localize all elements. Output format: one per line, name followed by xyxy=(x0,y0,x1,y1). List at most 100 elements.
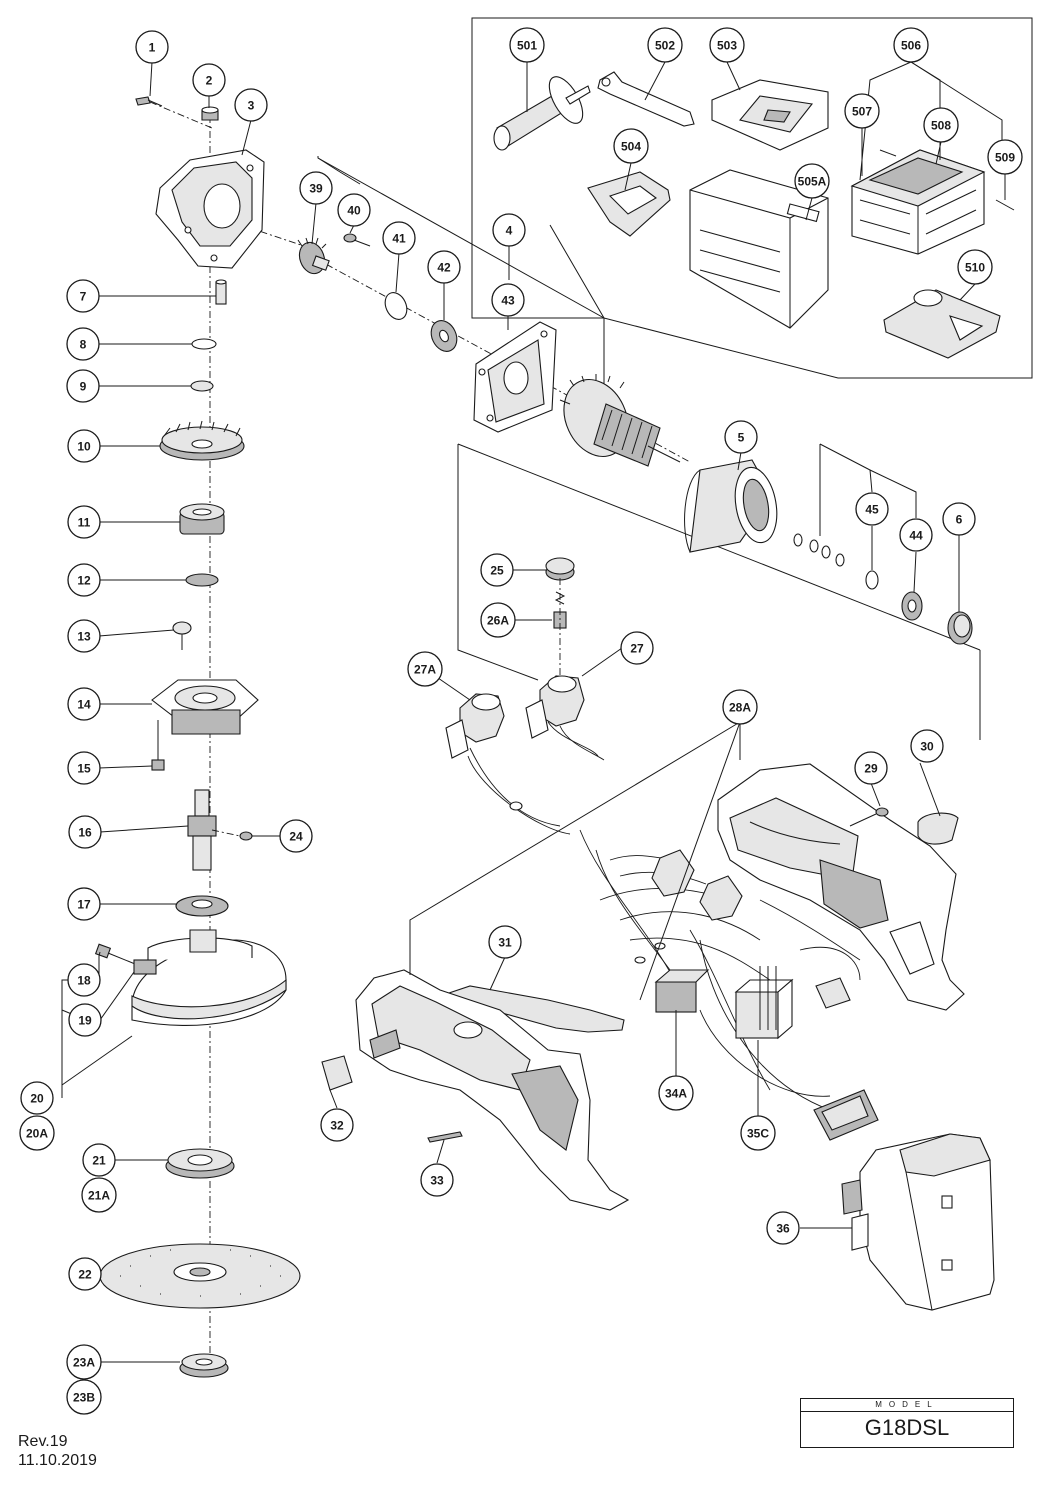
callout-label: 1 xyxy=(149,41,156,55)
callout-label: 505A xyxy=(798,175,827,189)
ball-bearing-11-drawing xyxy=(179,503,225,535)
callout-23a[interactable]: 23A xyxy=(66,1344,102,1380)
revision-date: 11.10.2019 xyxy=(18,1452,97,1469)
callout-27a[interactable]: 27A xyxy=(407,651,443,687)
callout-502[interactable]: 502 xyxy=(647,27,683,63)
callout-20[interactable]: 20 xyxy=(20,1081,54,1115)
callout-label: 45 xyxy=(865,503,879,517)
callout-29[interactable]: 29 xyxy=(854,751,888,785)
screw-29-drawing xyxy=(849,807,889,827)
callout-6[interactable]: 6 xyxy=(942,502,976,536)
callout-label: 15 xyxy=(77,762,91,776)
bearing-42-drawing xyxy=(430,320,458,352)
callout-3[interactable]: 3 xyxy=(234,88,268,122)
model-name: G18DSL xyxy=(864,1415,950,1440)
callout-42[interactable]: 42 xyxy=(427,250,461,284)
pinion-gear-drawing xyxy=(297,237,330,275)
callout-26a[interactable]: 26A xyxy=(480,602,516,638)
callout-8[interactable]: 8 xyxy=(66,327,100,361)
brush-holder-a-drawing xyxy=(445,693,571,835)
callout-label: 22 xyxy=(78,1268,92,1282)
callout-28a[interactable]: 28A xyxy=(722,689,758,725)
callout-34a[interactable]: 34A xyxy=(658,1075,694,1111)
switch-drawing xyxy=(651,849,743,921)
callout-20a[interactable]: 20A xyxy=(19,1115,55,1151)
callout-5[interactable]: 5 xyxy=(724,420,758,454)
callout-501[interactable]: 501 xyxy=(509,27,545,63)
callout-label: 24 xyxy=(289,830,303,844)
callout-23b[interactable]: 23B xyxy=(66,1379,102,1415)
callout-label: 12 xyxy=(77,574,91,588)
callout-1[interactable]: 1 xyxy=(135,30,169,64)
callout-label: 33 xyxy=(430,1174,444,1188)
callout-12[interactable]: 12 xyxy=(67,563,101,597)
callout-31[interactable]: 31 xyxy=(488,925,522,959)
bearing-holder-drawing xyxy=(947,611,973,645)
callout-21a[interactable]: 21A xyxy=(81,1177,117,1213)
callout-40[interactable]: 40 xyxy=(337,193,371,227)
callout-label: 9 xyxy=(80,380,87,394)
callout-504[interactable]: 504 xyxy=(613,128,649,164)
carrying-case-drawing xyxy=(689,169,829,329)
callout-19[interactable]: 19 xyxy=(68,1003,102,1037)
case-insert-drawing xyxy=(883,289,1001,359)
callout-44[interactable]: 44 xyxy=(899,518,933,552)
callout-45[interactable]: 45 xyxy=(855,492,889,526)
callout-9[interactable]: 9 xyxy=(66,369,100,403)
callout-509[interactable]: 509 xyxy=(987,139,1023,175)
fan-guide-drawing xyxy=(473,321,557,433)
callout-label: 16 xyxy=(78,826,92,840)
callout-13[interactable]: 13 xyxy=(67,619,101,653)
callout-35c[interactable]: 35C xyxy=(740,1115,776,1151)
callout-label: 17 xyxy=(77,898,91,912)
callout-21[interactable]: 21 xyxy=(82,1143,116,1177)
callout-507[interactable]: 507 xyxy=(844,93,880,129)
callout-30[interactable]: 30 xyxy=(910,729,944,763)
callout-2[interactable]: 2 xyxy=(192,63,226,97)
callout-11[interactable]: 11 xyxy=(67,505,101,539)
callout-33[interactable]: 33 xyxy=(420,1163,454,1197)
callout-label: 44 xyxy=(909,529,923,543)
callout-label: 26A xyxy=(487,614,509,628)
callout-7[interactable]: 7 xyxy=(66,279,100,313)
callout-label: 4 xyxy=(506,224,513,238)
side-handle-drawing xyxy=(493,76,591,151)
callout-41[interactable]: 41 xyxy=(382,221,416,255)
callout-label: 507 xyxy=(852,105,872,119)
callout-25[interactable]: 25 xyxy=(480,553,514,587)
callout-32[interactable]: 32 xyxy=(320,1108,354,1142)
callout-label: 27A xyxy=(414,663,436,677)
callout-label: 35C xyxy=(747,1127,769,1141)
callout-10[interactable]: 10 xyxy=(67,429,101,463)
callout-16[interactable]: 16 xyxy=(68,815,102,849)
callout-label: 10 xyxy=(77,440,91,454)
callout-22[interactable]: 22 xyxy=(68,1257,102,1291)
callout-15[interactable]: 15 xyxy=(67,751,101,785)
callout-510[interactable]: 510 xyxy=(957,249,993,285)
callout-label: 20 xyxy=(30,1092,44,1106)
callout-4[interactable]: 4 xyxy=(492,213,526,247)
callout-27[interactable]: 27 xyxy=(620,631,654,665)
callout-18[interactable]: 18 xyxy=(67,963,101,997)
charger-drawing xyxy=(711,79,829,151)
callout-label: 508 xyxy=(931,119,951,133)
callout-label: 30 xyxy=(920,740,934,754)
callout-505a[interactable]: 505A xyxy=(794,163,830,199)
controller-drawing xyxy=(734,966,851,1040)
brush-cap-drawing xyxy=(545,557,575,581)
label-33-drawing xyxy=(427,1131,463,1143)
terminal-34a-drawing xyxy=(634,942,710,1013)
callout-label: 14 xyxy=(77,698,91,712)
callout-36[interactable]: 36 xyxy=(766,1211,800,1245)
callout-17[interactable]: 17 xyxy=(67,887,101,921)
callout-503[interactable]: 503 xyxy=(709,27,745,63)
callout-label: 31 xyxy=(498,936,512,950)
callout-43[interactable]: 43 xyxy=(491,283,525,317)
callout-39[interactable]: 39 xyxy=(299,171,333,205)
callout-508[interactable]: 508 xyxy=(923,107,959,143)
model-label: MODEL xyxy=(875,1400,939,1409)
callout-label: 19 xyxy=(78,1014,92,1028)
callout-24[interactable]: 24 xyxy=(279,819,313,853)
callout-14[interactable]: 14 xyxy=(67,687,101,721)
callout-506[interactable]: 506 xyxy=(893,27,929,63)
